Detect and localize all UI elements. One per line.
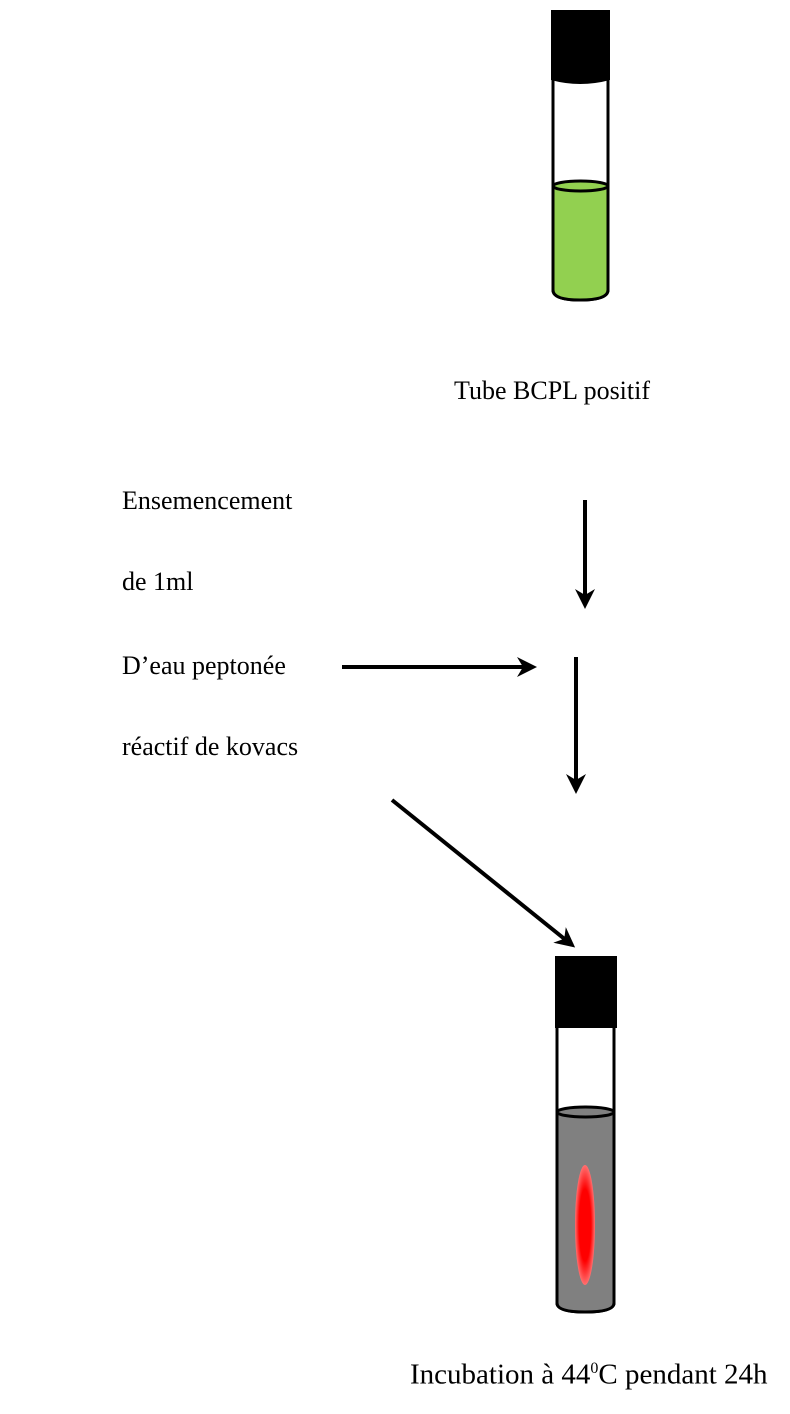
incubation-label-degree: 0 — [590, 1360, 599, 1377]
tube-top-label: Tube BCPL positif — [454, 376, 651, 405]
top-tube-icon — [551, 10, 610, 302]
inoculation-label-line1: Ensemencement — [122, 486, 293, 515]
inoculation-label-line2: de 1ml — [122, 567, 194, 596]
incubation-label-prefix: Incubation à 44 — [410, 1358, 591, 1391]
incubation-label-suffix: C pendant 24h — [598, 1358, 768, 1391]
indole-ring — [575, 1165, 595, 1285]
arrow-reagent — [390, 798, 576, 948]
top-tube-meniscus — [551, 179, 610, 193]
incubation-label: Incubation à 440C pendant 24h — [410, 1352, 768, 1392]
bottom-tube-icon — [555, 956, 617, 1314]
reagent-label: réactif de kovacs — [122, 732, 299, 761]
bottom-tube-cap — [555, 956, 617, 1028]
bottom-tube-meniscus — [555, 1105, 616, 1119]
top-tube-medium — [551, 184, 610, 302]
top-tube-cap — [551, 10, 610, 84]
inoculation-label-line3: D’eau peptonée — [122, 651, 286, 680]
